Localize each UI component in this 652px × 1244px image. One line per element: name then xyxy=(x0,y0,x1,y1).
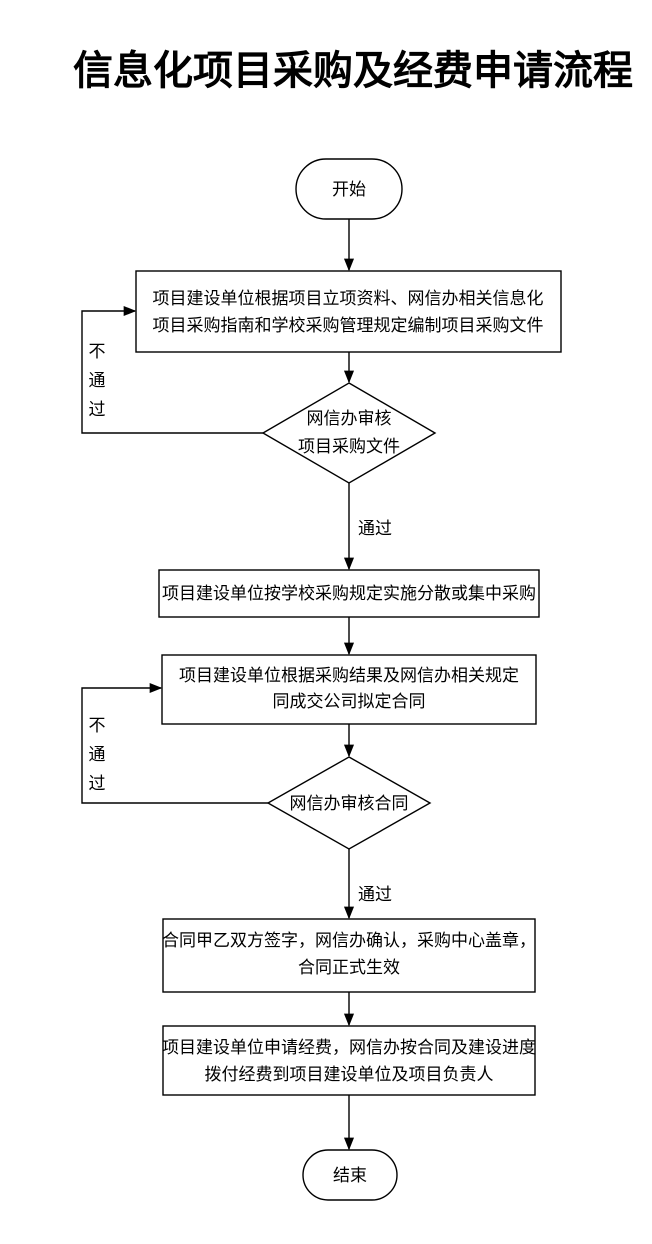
step1-line1: 项目建设单位根据项目立项资料、网信办相关信息化 xyxy=(153,289,544,309)
review1-line1: 网信办审核 xyxy=(307,409,392,429)
step3-line2: 同成交公司拟定合同 xyxy=(273,692,426,712)
fail-label-2-c: 过 xyxy=(89,774,106,794)
step5-box xyxy=(162,1025,536,1096)
fail-label-2-a: 不 xyxy=(89,716,106,736)
fail-label-1-a: 不 xyxy=(89,342,106,362)
fail-label-2-b: 通 xyxy=(89,745,106,765)
step3-line1: 项目建设单位根据采购结果及网信办相关规定 xyxy=(179,666,519,686)
step5-line1: 项目建设单位申请经费，网信办按合同及建设进度 xyxy=(162,1038,536,1058)
fail-loop-2 xyxy=(81,682,268,804)
pass-label-2: 通过 xyxy=(358,885,392,905)
fail-label-1-b: 通 xyxy=(89,371,106,391)
end-terminal xyxy=(302,1149,398,1201)
step3-box xyxy=(161,654,537,725)
step4-line1: 合同甲乙双方签字，网信办确认，采购中心盖章， xyxy=(162,931,536,951)
step1-box xyxy=(135,270,562,353)
pass-label-1: 通过 xyxy=(358,519,392,539)
end-label: 结束 xyxy=(333,1166,367,1186)
step1-line2: 项目采购指南和学校采购管理规定编制项目采购文件 xyxy=(153,316,544,336)
step2-text: 项目建设单位按学校采购规定实施分散或集中采购 xyxy=(162,584,536,604)
fail-loop-1 xyxy=(81,305,263,434)
start-label: 开始 xyxy=(332,180,366,200)
review1-line2: 项目采购文件 xyxy=(298,437,400,457)
page-title: 信息化项目采购及经费申请流程 xyxy=(73,48,633,94)
step4-line2: 合同正式生效 xyxy=(298,958,400,978)
fail-label-1-c: 过 xyxy=(89,400,106,420)
step5-line2: 拨付经费到项目建设单位及项目负责人 xyxy=(205,1065,494,1085)
step4-box xyxy=(162,918,536,993)
review1-decision xyxy=(261,382,437,484)
review2-text: 网信办审核合同 xyxy=(290,794,409,814)
